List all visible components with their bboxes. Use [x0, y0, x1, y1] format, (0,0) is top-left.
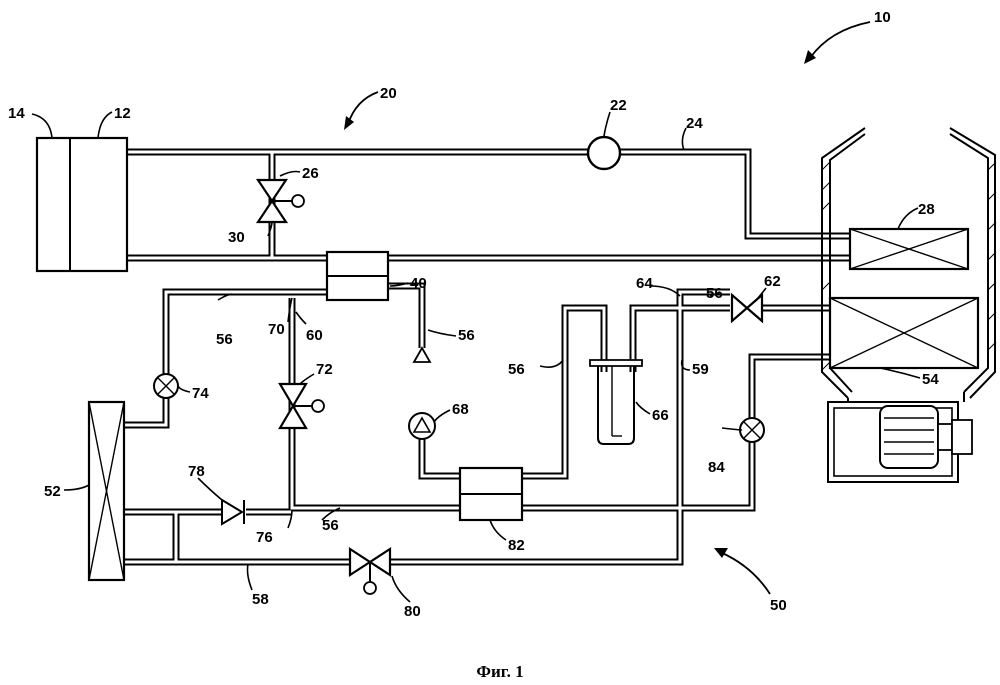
label-22: 22	[610, 97, 627, 114]
ihx-82-icon	[460, 468, 522, 520]
label-76: 76	[256, 529, 273, 546]
valve-72-icon	[280, 384, 324, 428]
label-72: 72	[316, 361, 333, 378]
label-58: 58	[252, 591, 269, 608]
evaporator-icon	[830, 298, 978, 368]
chiller-icon	[327, 252, 388, 300]
expansion-valve-74-icon	[154, 374, 178, 398]
label-20: 20	[380, 85, 397, 102]
label-84: 84	[708, 459, 725, 476]
check-valve-78-icon	[222, 500, 244, 524]
label-68: 68	[452, 401, 469, 418]
label-64: 64	[636, 275, 653, 292]
label-56-c: 56	[706, 285, 723, 302]
figure-caption: Фиг. 1	[476, 662, 523, 681]
label-52: 52	[44, 483, 61, 500]
label-14: 14	[8, 105, 25, 122]
condenser-icon	[89, 402, 124, 580]
pump-22-icon	[588, 137, 620, 169]
label-56-d: 56	[508, 361, 525, 378]
heater-core-icon	[850, 229, 968, 269]
label-66: 66	[652, 407, 669, 424]
label-59: 59	[692, 361, 709, 378]
label-62: 62	[764, 273, 781, 290]
valve-26-icon	[258, 180, 304, 222]
battery-pack	[37, 138, 127, 271]
label-24: 24	[686, 115, 703, 132]
label-40: 40	[410, 275, 427, 292]
compressor-icon	[409, 348, 435, 439]
label-82: 82	[508, 537, 525, 554]
label-70: 70	[268, 321, 285, 338]
label-10: 10	[874, 9, 891, 26]
accumulator-icon	[590, 360, 642, 444]
labels: 10 14 12 20 22 24 26 30 28 40 56 70 60 5…	[8, 9, 939, 620]
label-50: 50	[770, 597, 787, 614]
label-54: 54	[922, 371, 939, 388]
label-56-b: 56	[458, 327, 475, 344]
expansion-valve-84-icon	[740, 418, 764, 442]
label-12: 12	[114, 105, 131, 122]
valve-80-icon	[350, 549, 390, 594]
label-56-a: 56	[216, 331, 233, 348]
label-74: 74	[192, 385, 209, 402]
label-30: 30	[228, 229, 245, 246]
label-60: 60	[306, 327, 323, 344]
label-26: 26	[302, 165, 319, 182]
label-56-e: 56	[322, 517, 339, 534]
label-28: 28	[918, 201, 935, 218]
label-80: 80	[404, 603, 421, 620]
label-78: 78	[188, 463, 205, 480]
